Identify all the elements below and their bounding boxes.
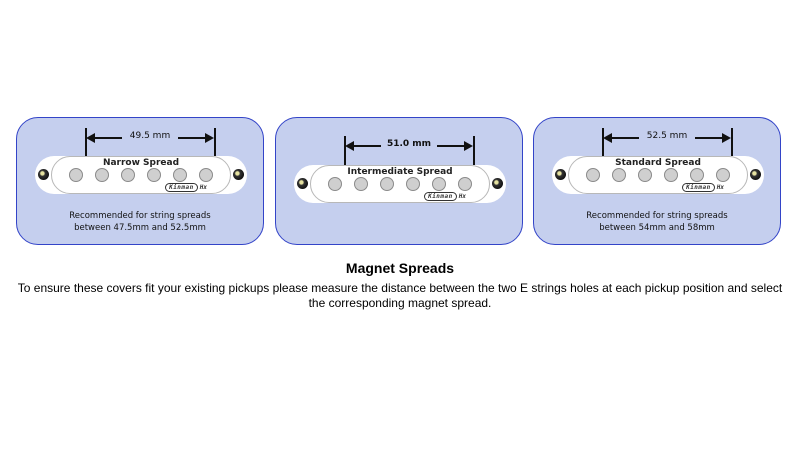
measurement-label: 49.5 mm [129,131,171,141]
kinman-logo: Kinman Hx [682,183,724,192]
magnet-pole-icon [95,168,109,182]
magnet-pole-icon [328,177,342,191]
magnet-pole-icon [716,168,730,182]
spread-name: Narrow Spread [102,158,180,168]
recommendation-text: Recommended for string spreads between 5… [586,211,728,233]
screw-icon [38,169,49,180]
pickup-cover: Narrow Spread Kinman Hx [35,156,247,194]
screw-icon [233,169,244,180]
pickup-body [568,156,748,194]
pickup-cover: Standard Spread Kinman Hx [552,156,764,194]
magnet-pole-icon [406,177,420,191]
magnet-pole-icon [354,177,368,191]
magnet-pole-icon [458,177,472,191]
magnet-pole-icon [690,168,704,182]
magnet-pole-icon [121,168,135,182]
double-arrow-icon: 49.5 mm [86,131,214,144]
double-arrow-icon: 51.0 mm [345,139,473,152]
magnet-pole-icon [612,168,626,182]
screw-icon [492,178,503,189]
measurement-label: 52.5 mm [646,131,688,141]
magnet-pole-icon [638,168,652,182]
magnet-pole-icon [432,177,446,191]
kinman-logo: Kinman Hx [165,183,207,192]
screw-icon [297,178,308,189]
screw-icon [750,169,761,180]
magnet-pole-icon [380,177,394,191]
double-arrow-icon: 52.5 mm [603,131,731,144]
measurement-label: 51.0 mm [386,139,432,149]
standard-spread-card: 52.5 mm Standard Spread Kinman Hx Recomm… [533,117,781,245]
section-description: To ensure these covers fit your existing… [17,281,783,310]
magnet-pole-icon [586,168,600,182]
pickup-cover: Intermediate Spread Kinman Hx [294,165,506,203]
intermediate-spread-card: 51.0 mm Intermediate Spread Kinman Hx [275,117,523,245]
magnet-pole-icon [664,168,678,182]
spread-name: Intermediate Spread [347,167,453,177]
screw-icon [555,169,566,180]
pickup-body [51,156,231,194]
section-title: Magnet Spreads [345,260,455,276]
magnet-pole-icon [147,168,161,182]
narrow-spread-card: 49.5 mm Narrow Spread Kinman Hx Recommen… [16,117,264,245]
magnet-pole-icon [69,168,83,182]
magnet-pole-icon [173,168,187,182]
pickup-body [310,165,490,203]
magnet-pole-icon [199,168,213,182]
kinman-logo: Kinman Hx [424,192,466,201]
recommendation-text: Recommended for string spreads between 4… [69,211,211,233]
spread-name: Standard Spread [615,158,701,168]
